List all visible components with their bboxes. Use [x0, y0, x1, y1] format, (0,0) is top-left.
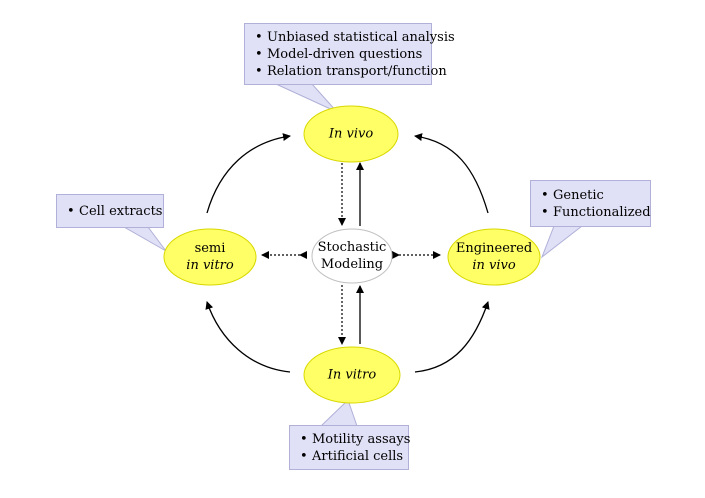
bullet-icon: • — [255, 47, 263, 62]
callout-in-vivo: • Unbiased statistical analysis • Model-dr… — [244, 23, 455, 85]
node-modeling-label: Modeling — [320, 257, 384, 272]
callout-item-text: Functionalized — [553, 205, 651, 220]
node-in-vitro-ellipse — [303, 346, 401, 404]
node-semi-in-vitro: semi in vitro — [186, 240, 233, 274]
callout-item: • Cell extracts — [65, 203, 162, 220]
callout-item: • Unbiased statistical analysis — [253, 29, 455, 46]
callout-tail-in-vitro — [319, 399, 358, 427]
callout-semi-in-vitro: • Cell extracts — [56, 194, 164, 228]
callout-item-text: Artificial cells — [312, 449, 404, 464]
callout-item-text: Relation transport/function — [267, 64, 447, 79]
node-semi-label: semi — [194, 241, 226, 256]
callout-item-text: Cell extracts — [79, 204, 163, 219]
bullet-icon: • — [300, 449, 308, 464]
node-engineered-ellipse — [447, 228, 541, 286]
callout-item: • Relation transport/function — [253, 63, 447, 80]
node-in-vitro-sub-label: in vitro — [186, 258, 234, 273]
callout-engineered-in-vivo: • Genetic • Functionalized — [530, 180, 651, 227]
callout-tail-semi-in-vitro — [122, 226, 167, 252]
callout-tail-in-vivo — [275, 83, 338, 113]
arc-semi-to-in-vivo — [206, 133, 291, 214]
callout-item: • Functionalized — [539, 204, 651, 221]
node-in-vitro-label: In vitro — [327, 367, 377, 383]
callout-in-vitro: • Motility assays • Artificial cells — [289, 425, 410, 470]
bullet-icon: • — [255, 30, 263, 45]
bullet-icon: • — [541, 205, 549, 220]
callout-item: • Model-driven questions — [253, 46, 423, 63]
arc-in-vitro-to-semi — [205, 301, 291, 373]
callout-tail-engineered — [540, 225, 584, 259]
node-engineered-label: Engineered — [455, 241, 533, 256]
callout-item-text: Genetic — [553, 188, 604, 203]
callout-item-text: Model-driven questions — [267, 47, 423, 62]
node-in-vivo: In vivo — [329, 126, 373, 143]
callout-item-text: Motility assays — [312, 432, 411, 447]
bullet-icon: • — [67, 204, 75, 219]
bullet-icon: • — [255, 64, 263, 79]
bullet-icon: • — [541, 188, 549, 203]
node-engineered-in-vivo: Engineered in vivo — [456, 240, 532, 274]
node-in-vivo-ellipse — [303, 105, 399, 163]
node-stochastic-modeling: Stochastic Modeling — [318, 239, 387, 273]
node-in-vivo-sub-label: in vivo — [472, 258, 516, 273]
callout-item: • Artificial cells — [298, 448, 404, 465]
node-semi-in-vitro-ellipse — [163, 228, 257, 286]
callout-item: • Motility assays — [298, 431, 410, 448]
node-stochastic-modeling-ellipse — [311, 228, 393, 284]
bullet-icon: • — [300, 432, 308, 447]
arc-in-vitro-to-engineered — [414, 301, 490, 373]
node-in-vitro: In vitro — [328, 367, 376, 384]
callout-item: • Genetic — [539, 187, 642, 204]
arc-engineered-to-in-vivo — [414, 133, 489, 214]
node-stochastic-label: Stochastic — [317, 240, 387, 255]
node-in-vivo-label: In vivo — [328, 126, 374, 142]
callout-item-text: Unbiased statistical analysis — [267, 30, 455, 45]
